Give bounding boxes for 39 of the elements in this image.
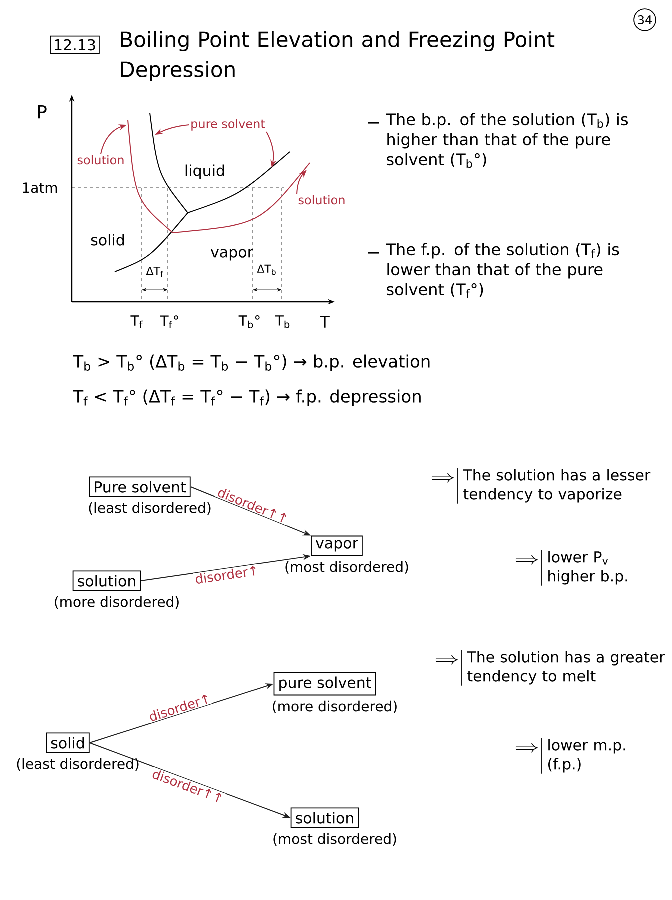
curve-label: solution — [78, 155, 124, 165]
page-number: 34 — [634, 8, 656, 32]
tick-label: T$_{f}$° — [160, 316, 178, 328]
state-caption: (least disordered) — [17, 758, 139, 771]
tick-label: T$_{f}$ — [130, 316, 143, 328]
state-box: Pure solvent — [89, 476, 191, 498]
bullet-text: The f.p. of the solution (T$_{f}$) is lower than that of the pure solvent (T$_{f}$°) — [386, 243, 620, 298]
equation-text: T$_{f}$ < T$_{f}$° (ΔT$_{f}$ = T$_{f}$° − T$_{f}$) → f.p. depression — [73, 390, 421, 406]
axis-label: T — [320, 316, 330, 328]
state-caption: (more disordered) — [55, 596, 179, 609]
equation-text: T$_{b}$ > T$_{b}$° (ΔT$_{b}$ = T$_{b}$ − T$_{b}$°) → b.p. elevation — [73, 354, 430, 372]
tick-label: T$_{b}$ — [275, 316, 290, 328]
state-box: vapor — [311, 536, 363, 556]
region-label: solid — [91, 234, 124, 246]
edge-label: disorder↑ — [193, 564, 261, 586]
region-label: liquid — [186, 164, 224, 180]
state-box: pure solvent — [274, 672, 376, 696]
state-caption: (most disordered) — [286, 561, 408, 574]
section-number: 12.13 — [50, 36, 100, 54]
state-caption: (most disordered) — [274, 833, 396, 846]
state-caption: (least disordered) — [89, 502, 211, 515]
curve-label: solution — [298, 195, 345, 205]
note-text: The solution has a greater tendency to melt — [467, 651, 666, 685]
state-box: solution — [290, 808, 360, 828]
state-box: solution — [72, 570, 142, 592]
note-text: lower P$_{v}$ higher b.p. — [548, 551, 628, 585]
bullet-text: The b.p. of the solution (T$_{b}$) is higher than that of the pure solvent (T$_{b}$°) — [386, 113, 628, 168]
state-box: solid — [46, 732, 90, 754]
interval-label: ΔT$_{b}$ — [257, 264, 276, 276]
region-label: vapor — [210, 249, 254, 261]
note-text: lower m.p. (f.p.) — [548, 739, 626, 773]
state-caption: (more disordered) — [273, 700, 397, 714]
curve-label: pure solvent — [192, 119, 266, 131]
interval-label: ΔT$_{f}$ — [146, 266, 164, 278]
title: Boiling Point Elevation and Freezing Point Depression — [121, 31, 555, 82]
axis-label: 1atm — [23, 182, 58, 194]
axis-label: P — [38, 105, 47, 119]
tick-label: T$_{b}$° — [238, 316, 260, 329]
note-text: The solution has a lesser tendency to vaporize — [463, 469, 651, 503]
